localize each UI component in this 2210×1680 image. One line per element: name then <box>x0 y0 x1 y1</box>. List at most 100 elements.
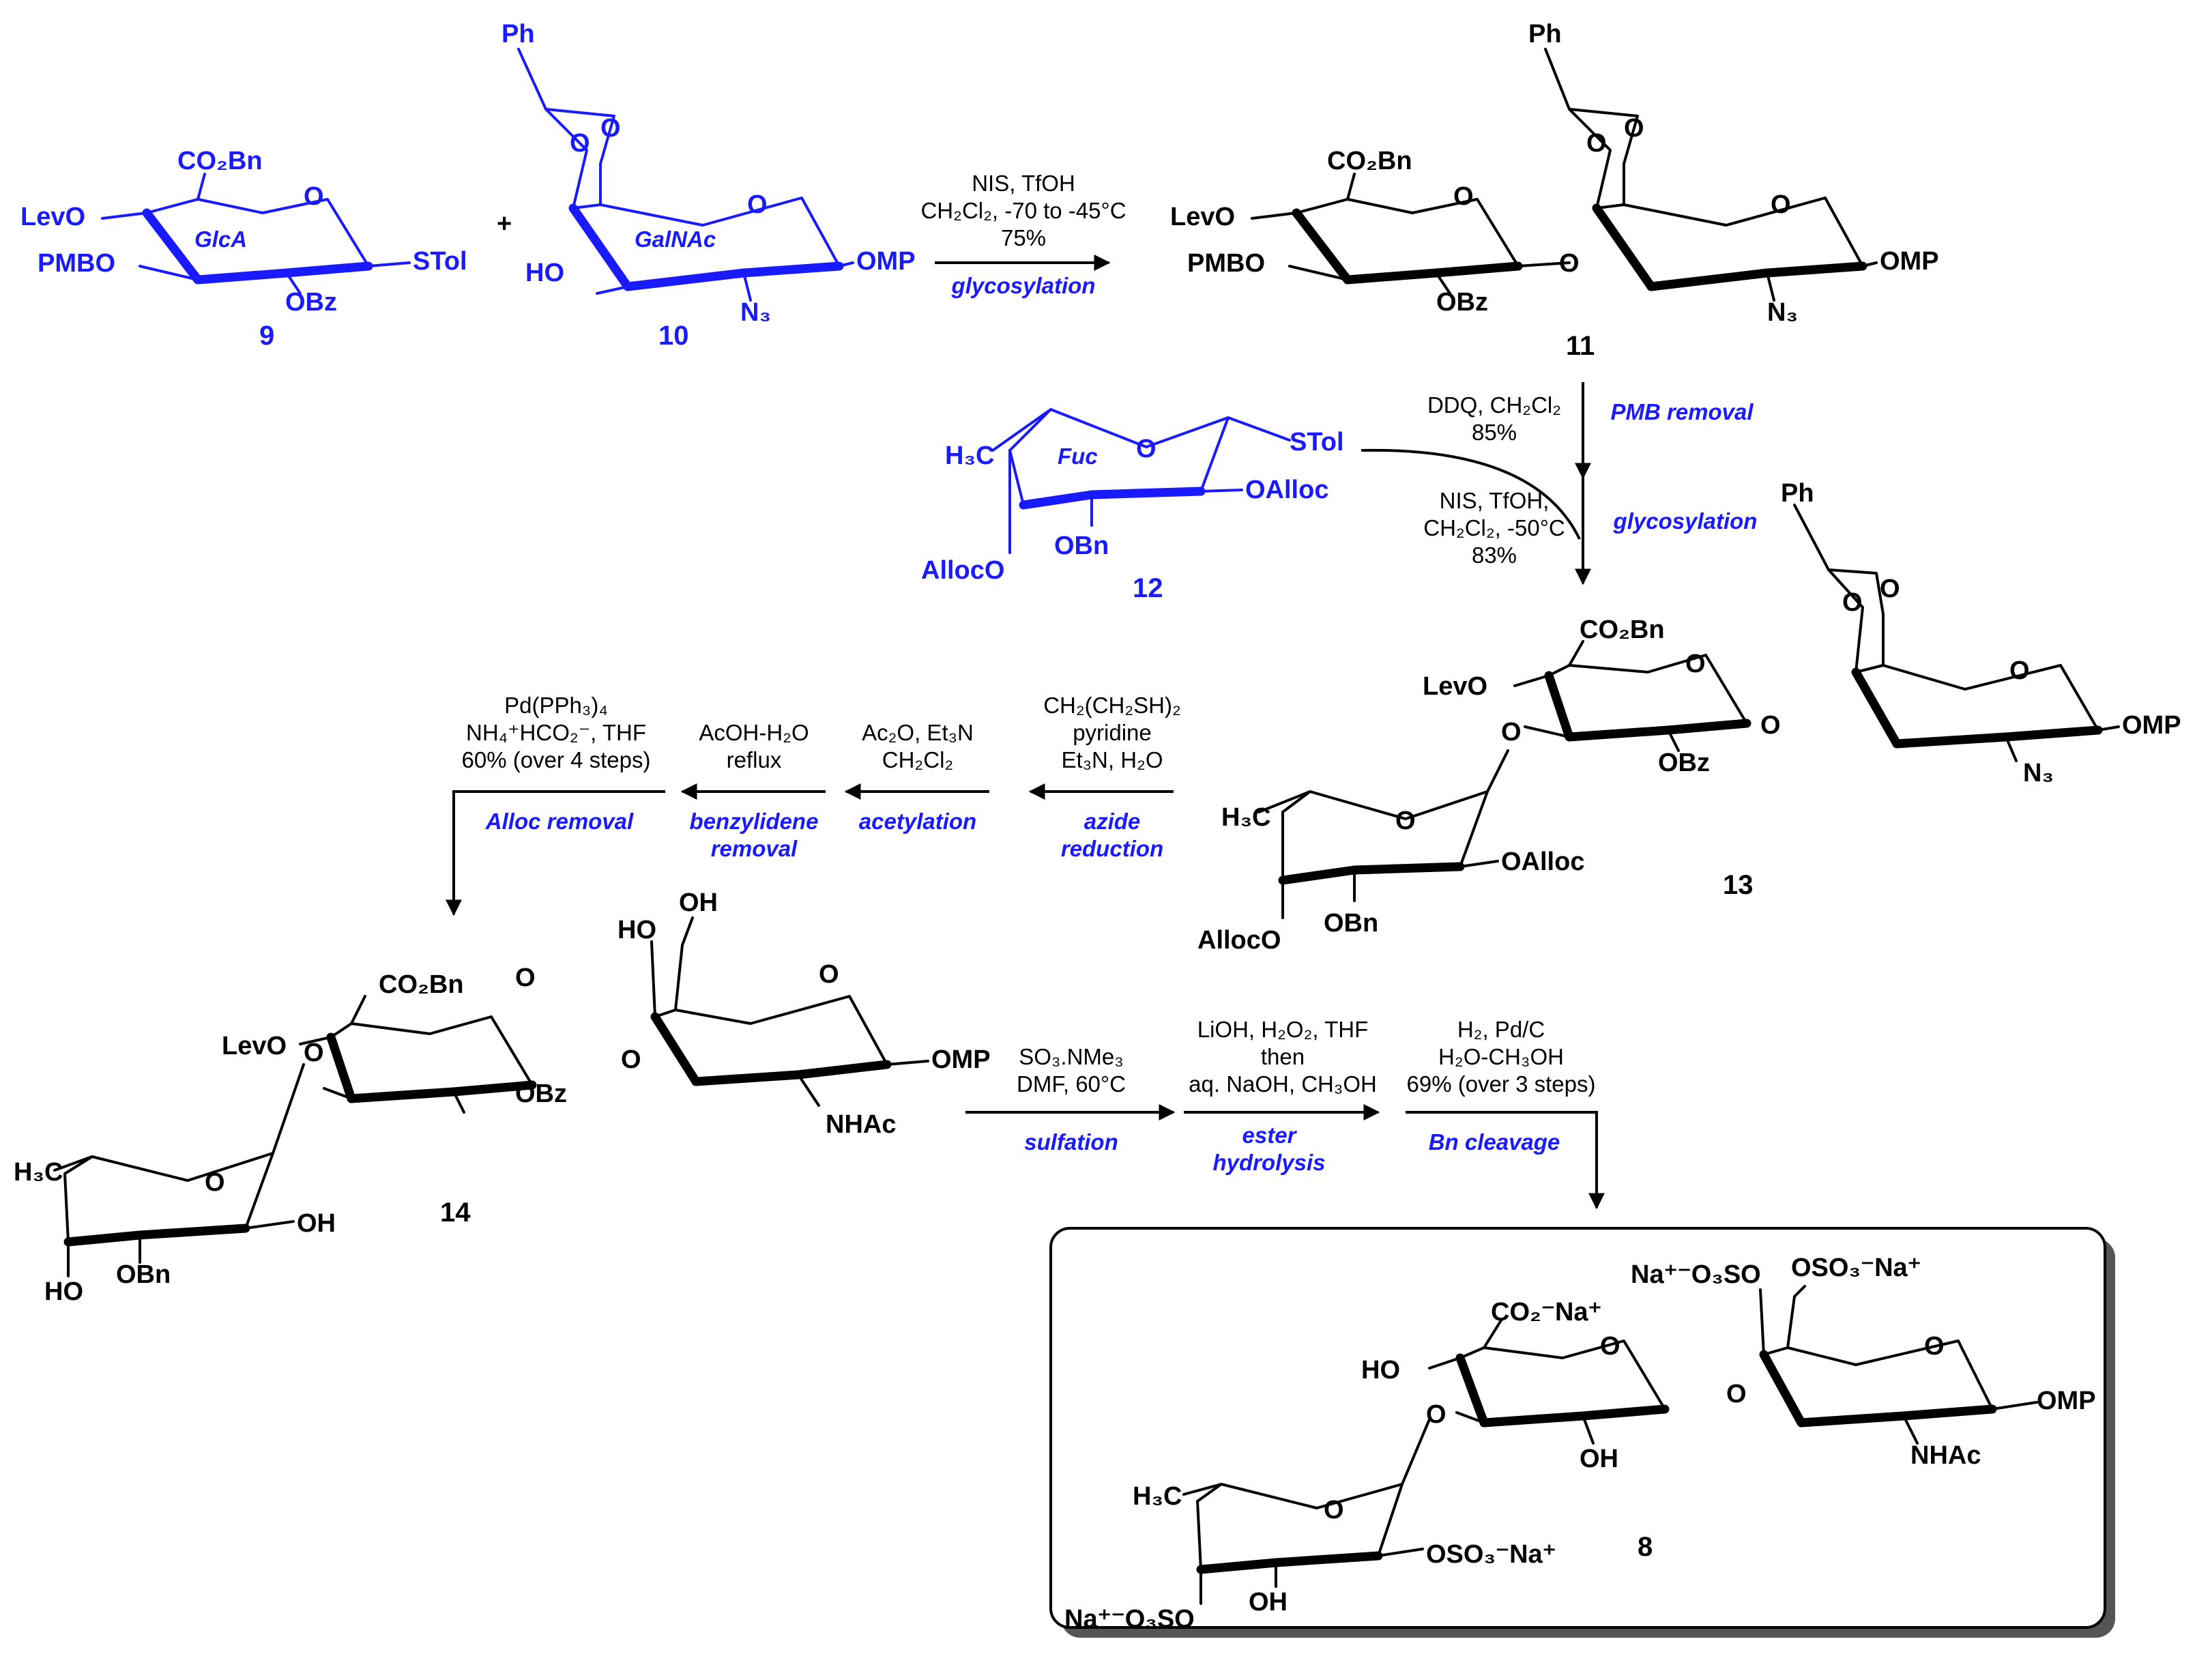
compound-10: Ph O O O HO N₃ OMP GalNAc 10 <box>501 20 916 351</box>
omp-label: OMP <box>931 1045 991 1074</box>
step-8-reaction: sulfation <box>1024 1129 1118 1155</box>
fucose-ho-label: HO <box>44 1277 83 1306</box>
acetal-oxygen-1: O <box>570 129 590 158</box>
naoso3-label: Na⁺⁻O₃SO <box>1064 1605 1195 1634</box>
ring-oxygen-label: O <box>515 964 536 992</box>
obz-label: OBz <box>1658 749 1710 777</box>
ph-label: Ph <box>501 20 535 48</box>
step-1-line-1: NIS, TfOH <box>972 171 1075 196</box>
step-6-line-2: reflux <box>727 747 782 772</box>
obn-label: OBn <box>1324 909 1378 938</box>
step-9-line-1: LiOH, H₂O₂, THF <box>1197 1017 1369 1042</box>
ring-oxygen-2: O <box>1771 190 1791 219</box>
step-5: Ac₂O, Et₃N CH₂Cl₂ acetylation <box>844 720 989 834</box>
omp-label: OMP <box>856 247 916 276</box>
compound-8: CO₂⁻Na⁺ HO O O OH O Na⁺⁻O₃SO OSO₃⁻Na⁺ O … <box>1064 1254 2096 1634</box>
fucose-ring-oxygen: O <box>1395 807 1416 835</box>
compound-number-12: 12 <box>1133 573 1163 603</box>
step-9-reaction-1: ester <box>1242 1123 1298 1148</box>
nhac-label: NHAc <box>1910 1441 1981 1470</box>
compound-number-11: 11 <box>1566 331 1595 361</box>
linkage-oxygen: O <box>1501 718 1522 747</box>
ring-oxygen-2: O <box>2009 656 2030 685</box>
step-3-line-3: 83% <box>1472 542 1517 568</box>
step-4-line-3: Et₃N, H₂O <box>1061 747 1163 772</box>
step-3: NIS, TfOH, CH₂Cl₂, -50°C 83% glycosylati… <box>1361 448 1757 585</box>
step-7-line-3: 60% (over 4 steps) <box>462 747 651 772</box>
oh-label: OH <box>679 888 718 917</box>
obz-label: OBz <box>515 1080 567 1108</box>
oso3na-top-1: Na⁺⁻O₃SO <box>1631 1260 1761 1289</box>
step-9: LiOH, H₂O₂, THF then aq. NaOH, CH₃OH est… <box>1184 1017 1380 1175</box>
ph-label: Ph <box>1528 20 1562 48</box>
compound-number-9: 9 <box>259 321 274 351</box>
step-2-line-1: DDQ, CH₂Cl₂ <box>1427 392 1561 418</box>
compound-13: CO₂Bn LevO O O OBz O Ph O O O N₃ OMP H₃C… <box>1197 479 2181 955</box>
step-5-line-2: CH₂Cl₂ <box>882 747 953 772</box>
step-4-line-1: CH₂(CH₂SH)₂ <box>1043 693 1181 718</box>
h3c-label: H₃C <box>1133 1482 1182 1511</box>
ring-oxygen-label: O <box>1685 650 1706 678</box>
co2bn-label: CO₂Bn <box>177 147 263 175</box>
n3-label: N₃ <box>740 298 771 327</box>
glycosidic-oxygen: O <box>621 1045 641 1074</box>
ring-name-fuc: Fuc <box>1058 444 1098 469</box>
compound-number-14: 14 <box>440 1198 471 1228</box>
co2bn-label: CO₂Bn <box>1327 147 1412 175</box>
stol-label: STol <box>1290 428 1344 457</box>
pmbo-label: PMBO <box>38 249 115 278</box>
step-7-line-1: Pd(PPh₃)₄ <box>504 693 608 718</box>
step-4-reaction-1: azide <box>1084 809 1141 834</box>
fucose-oh-label: OH <box>297 1209 336 1238</box>
acetal-oxygen-2: O <box>1624 114 1644 143</box>
step-8: SO₃.NMe₃ DMF, 60°C sulfation <box>965 1044 1176 1155</box>
omp-label: OMP <box>2122 711 2181 740</box>
ring-name-glca: GlcA <box>194 227 247 252</box>
plus-sign: + <box>497 209 512 238</box>
n3-label: N₃ <box>1767 298 1798 327</box>
oso3na-label: OSO₃⁻Na⁺ <box>1426 1540 1556 1569</box>
h3c-label: H₃C <box>14 1158 63 1187</box>
ring-oxygen-label: O <box>304 182 324 211</box>
step-5-line-1: Ac₂O, Et₃N <box>862 720 974 745</box>
step-6-line-1: AcOH-H₂O <box>699 720 809 745</box>
ring-oxygen-2: O <box>1924 1332 1945 1361</box>
compound-12: H₃C O STol OAlloc OBn AllocO Fuc 12 <box>921 408 1344 603</box>
stol-label: STol <box>413 247 467 276</box>
levo-label: LevO <box>1170 203 1235 231</box>
step-7-line-2: NH₄⁺HCO₂⁻, THF <box>466 720 646 745</box>
step-7: Pd(PPh₃)₄ NH₄⁺HCO₂⁻, THF 60% (over 4 ste… <box>446 693 665 916</box>
levo-label: LevO <box>1423 672 1487 701</box>
levo-label: LevO <box>222 1032 287 1060</box>
obz-label: OBz <box>1436 288 1488 317</box>
glycosidic-oxygen: O <box>1726 1380 1747 1408</box>
step-1-reaction: glycosylation <box>951 273 1096 298</box>
step-9-line-3: aq. NaOH, CH₃OH <box>1189 1071 1377 1097</box>
compound-14: CO₂Bn LevO O O OBz O HO OH O NHAc OMP H₃… <box>14 888 991 1306</box>
step-2: DDQ, CH₂Cl₂ 85% PMB removal <box>1427 382 1754 480</box>
nhac-label: NHAc <box>826 1110 896 1139</box>
step-4-reaction-2: reduction <box>1061 836 1163 861</box>
oh-label: OH <box>1580 1445 1618 1473</box>
ring-oxygen-label: O <box>747 190 768 219</box>
glycosidic-oxygen: O <box>1760 711 1781 740</box>
ring-oxygen-2: O <box>819 960 839 989</box>
step-7-reaction: Alloc removal <box>485 809 634 834</box>
omp-label: OMP <box>1880 247 1939 276</box>
co2bn-label: CO₂Bn <box>1580 615 1665 644</box>
ring-oxygen-label: O <box>1600 1332 1620 1361</box>
n3-label: N₃ <box>2023 759 2054 787</box>
step-10-line-3: 69% (over 3 steps) <box>1407 1071 1596 1097</box>
ho-label: HO <box>1361 1356 1400 1385</box>
pmbo-label: PMBO <box>1187 249 1265 278</box>
acetal-oxygen-1: O <box>1842 588 1863 617</box>
step-8-line-2: DMF, 60°C <box>1017 1071 1126 1097</box>
co2na-label: CO₂⁻Na⁺ <box>1491 1298 1602 1327</box>
step-10-line-2: H₂O-CH₃OH <box>1438 1044 1564 1069</box>
step-3-line-2: CH₂Cl₂, -50°C <box>1423 515 1565 540</box>
h3c-label: H₃C <box>1221 803 1270 832</box>
step-10-reaction: Bn cleavage <box>1429 1129 1560 1155</box>
step-8-line-1: SO₃.NMe₃ <box>1019 1044 1123 1069</box>
obz-label: OBz <box>285 288 337 317</box>
obn-label: OBn <box>116 1260 171 1289</box>
